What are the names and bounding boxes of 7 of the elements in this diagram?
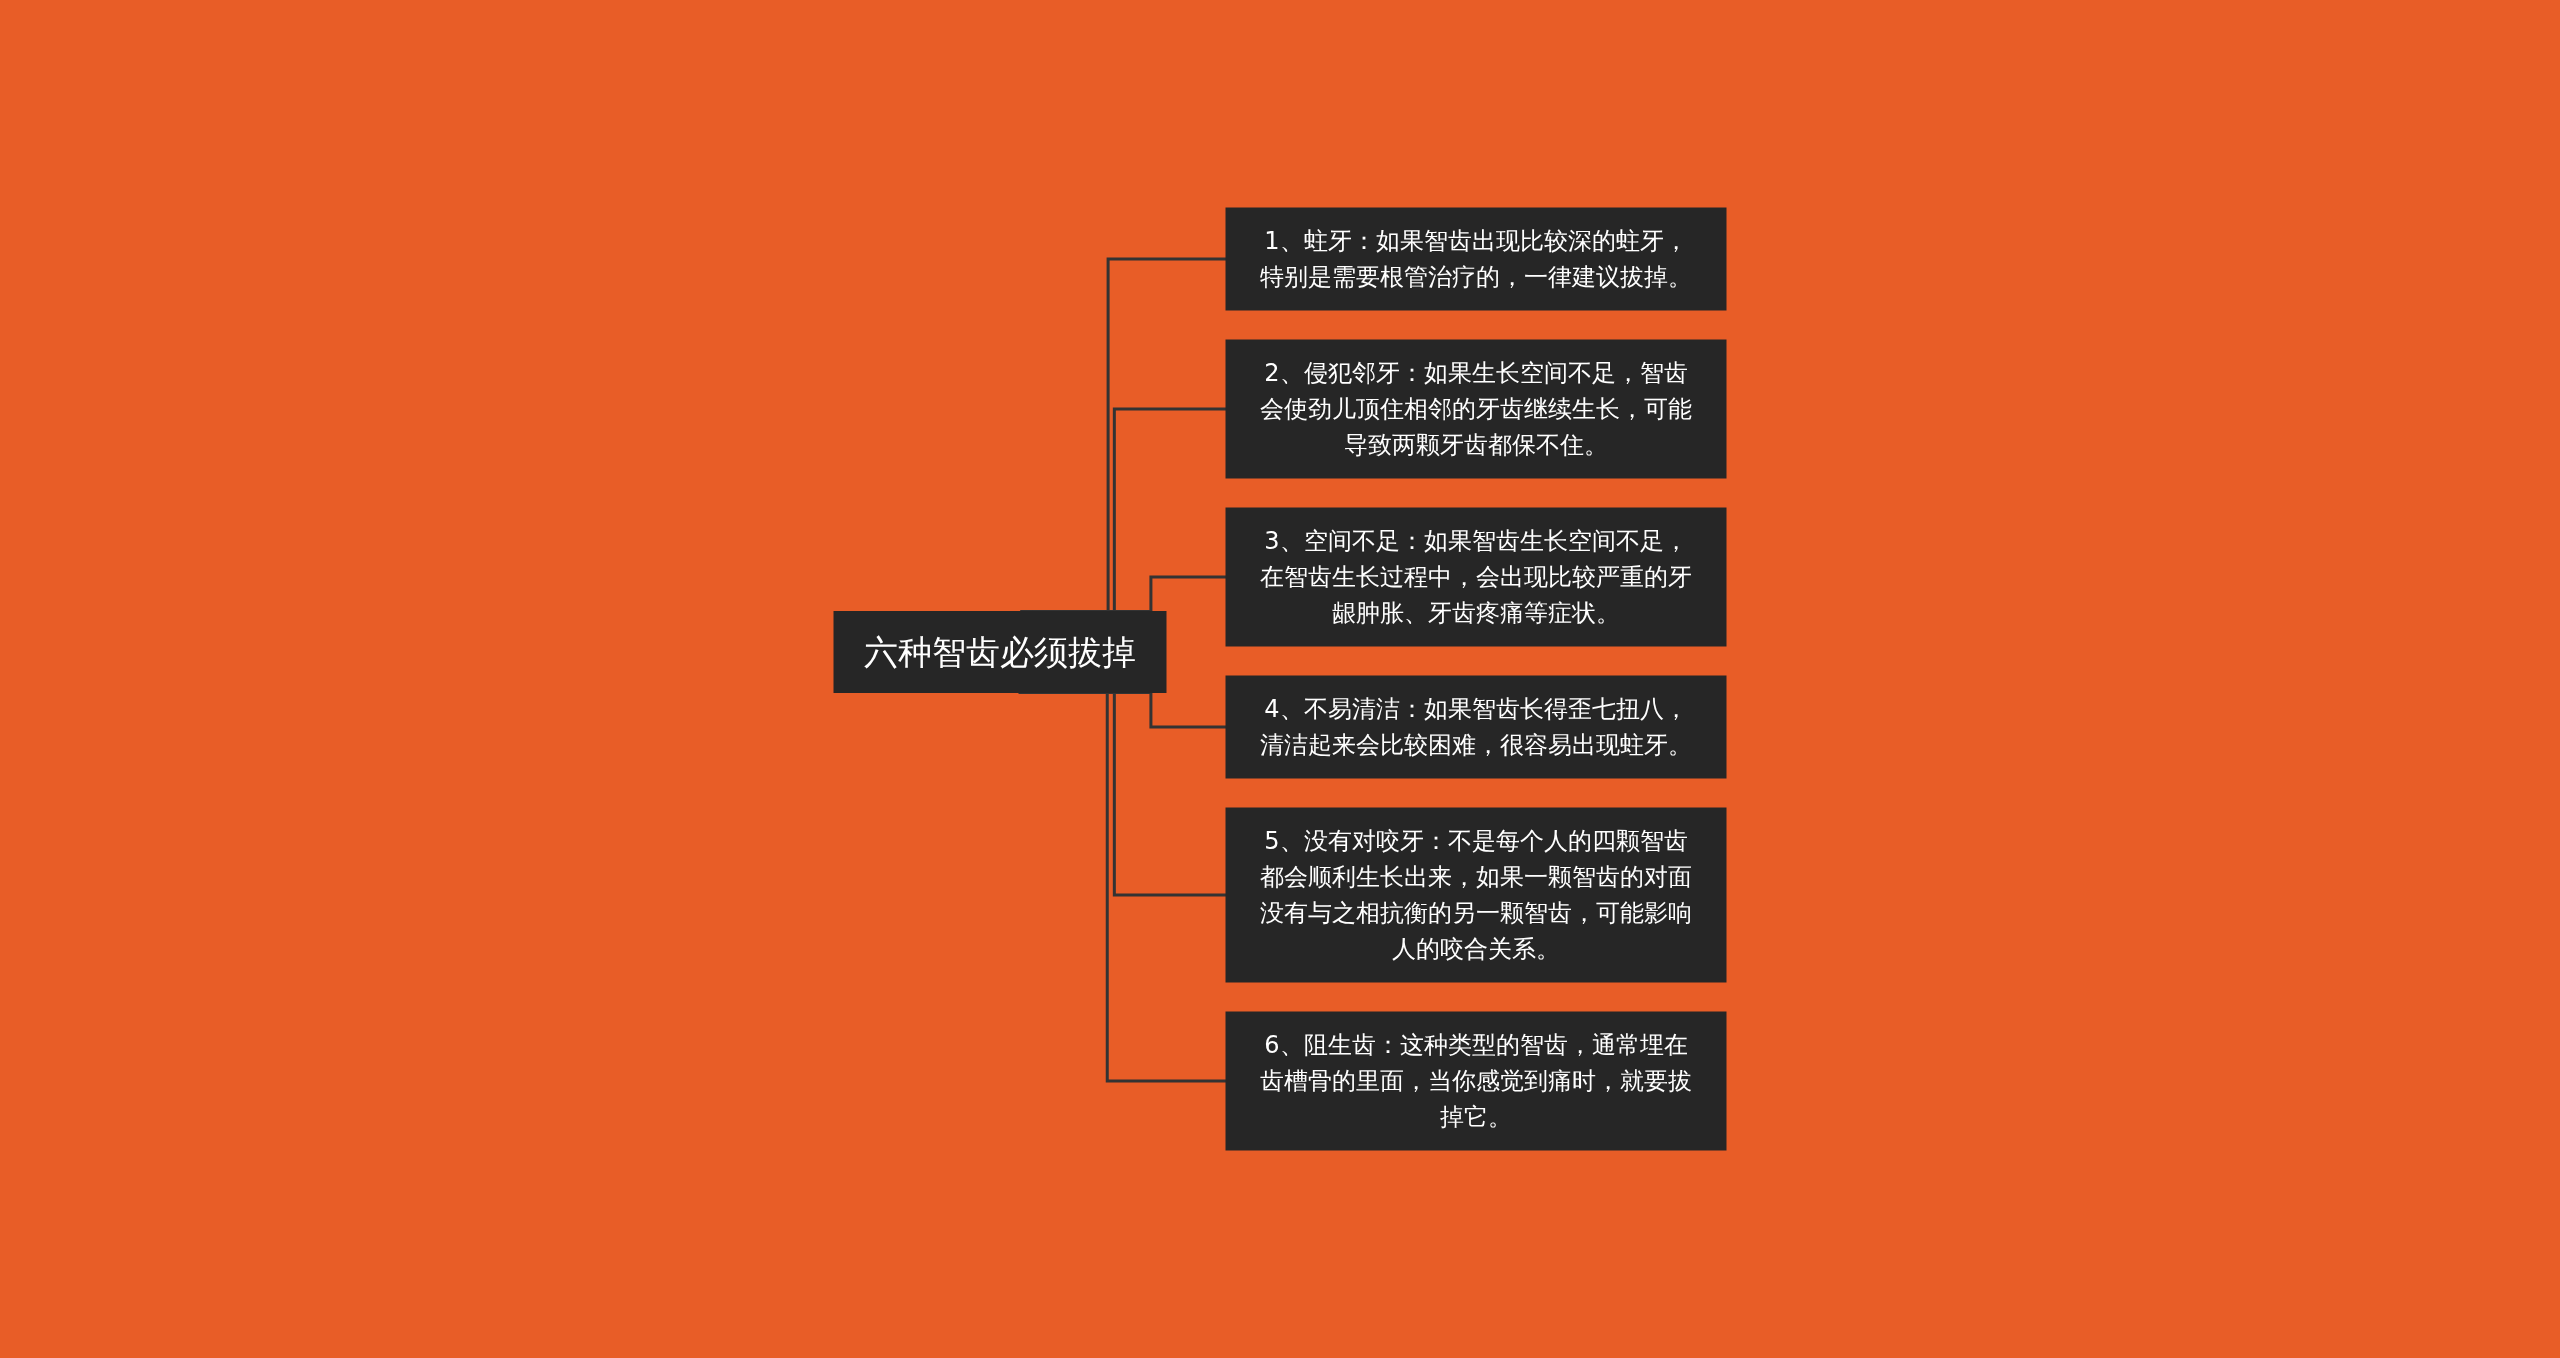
node-box: 4、不易清洁：如果智齿长得歪七扭八，清洁起来会比较困难，很容易出现蛀牙。 xyxy=(1225,675,1727,779)
node-box: 3、空间不足：如果智齿生长空间不足，在智齿生长过程中，会出现比较严重的牙龈肿胀、牙齿疼痛等症状。 xyxy=(1225,507,1727,647)
node-box: 2、侵犯邻牙：如果生长空间不足，智齿会使劲儿顶住相邻的牙齿继续生长，可能导致两颗牙齿都保不住。 xyxy=(1225,339,1727,479)
node-box: 1、蛀牙：如果智齿出现比较深的蛀牙，特别是需要根管治疗的，一律建议拔掉。 xyxy=(1225,207,1727,311)
node-box: 六种智齿必须拔掉 xyxy=(833,611,1167,693)
node-box: 6、阻生齿：这种类型的智齿，通常埋在齿槽骨的里面，当你感觉到痛时，就要拔掉它。 xyxy=(1225,1011,1727,1151)
node-box: 5、没有对咬牙：不是每个人的四颗智齿都会顺利生长出来，如果一颗智齿的对面没有与之相抗衡的另一颗智齿，可能影响人的咬合关系。 xyxy=(1225,807,1727,983)
